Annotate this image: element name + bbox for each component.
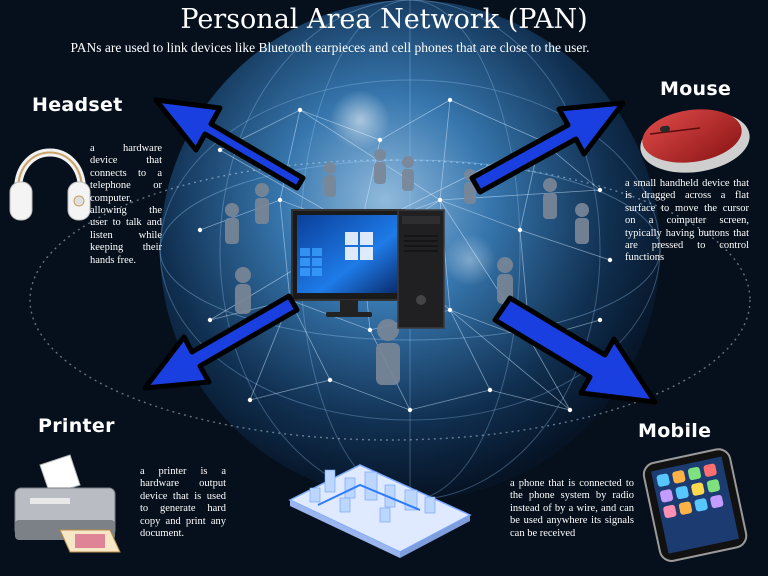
printer-icon <box>14 454 121 553</box>
page-title: Personal Area Network (PAN) <box>180 4 588 35</box>
connection-arrows <box>142 97 658 405</box>
mouse-description: a small handheld device that is dragged … <box>625 178 749 264</box>
desktop-computer-icon <box>291 209 445 329</box>
printer-description: a printer is a hardware output device th… <box>140 466 226 540</box>
mouse-label: Mouse <box>660 78 732 100</box>
mobile-phone-icon <box>642 448 748 562</box>
printer-label: Printer <box>38 415 115 437</box>
mouse-icon <box>640 109 750 173</box>
mobile-label: Mobile <box>638 420 712 442</box>
headset-label: Headset <box>32 94 123 116</box>
page-subtitle: PANs are used to link devices like Bluet… <box>70 40 590 55</box>
headset-icon <box>9 148 91 221</box>
headset-description: a hardware device that connects to a tel… <box>90 143 162 266</box>
arrow-to-mouse <box>469 100 626 195</box>
city-platform-icon <box>288 464 472 558</box>
arrow-to-mobile <box>492 295 658 405</box>
arrow-to-headset <box>153 97 306 191</box>
people-silhouettes <box>225 149 589 385</box>
mobile-description: a phone that is connected to the phone s… <box>510 478 634 539</box>
arrow-to-printer <box>142 293 300 391</box>
